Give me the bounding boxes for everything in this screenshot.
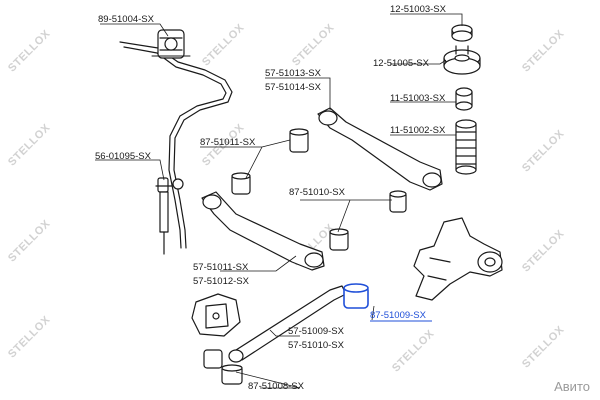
steering-knuckle xyxy=(413,217,503,301)
label-87-51010: 87-51010-SX xyxy=(289,187,345,198)
bushing-87-51010-b xyxy=(329,228,349,251)
bushing-87-51009 xyxy=(343,283,369,309)
bushing-87-51010-a xyxy=(389,190,407,213)
bump-stop xyxy=(455,87,473,111)
label-87-51011: 87-51011-SX xyxy=(200,137,256,148)
stabilizer-bushing xyxy=(151,29,191,59)
strut-bearing xyxy=(443,45,481,75)
label-56-01095: 56-01095-SX xyxy=(95,151,151,162)
label-57-51012: 57-51012-SX xyxy=(193,276,249,287)
label-57-51010: 57-51010-SX xyxy=(288,340,344,351)
label-87-51009[interactable]: 87-51009-SX xyxy=(370,310,426,321)
strut-mount xyxy=(451,24,473,42)
upper-arm-front xyxy=(317,107,443,191)
label-89-51004: 89-51004-SX xyxy=(98,14,154,25)
label-57-51013: 57-51013-SX xyxy=(265,68,321,79)
stabilizer-link xyxy=(155,177,184,255)
bushing-87-51011-a xyxy=(289,128,309,153)
trailing-link xyxy=(228,285,347,363)
label-57-51014: 57-51014-SX xyxy=(265,82,321,93)
label-11-51003: 11-51003-SX xyxy=(390,93,446,104)
bushing-87-51011-b xyxy=(231,172,251,195)
boot xyxy=(455,119,477,175)
stabilizer-bar xyxy=(119,41,233,249)
brand-watermark: Авито xyxy=(554,379,590,394)
label-11-51002: 11-51002-SX xyxy=(390,125,446,136)
label-57-51009: 57-51009-SX xyxy=(288,326,344,337)
label-57-51011: 57-51011-SX xyxy=(193,262,249,273)
lower-arm xyxy=(201,191,325,271)
label-12-51005: 12-51005-SX xyxy=(373,58,429,69)
label-87-51008: 87-51008-SX xyxy=(248,381,304,392)
label-12-51003: 12-51003-SX xyxy=(390,4,446,15)
bushing-87-51008 xyxy=(203,349,243,385)
mount-bracket xyxy=(191,293,241,337)
leader-lines xyxy=(95,13,463,389)
